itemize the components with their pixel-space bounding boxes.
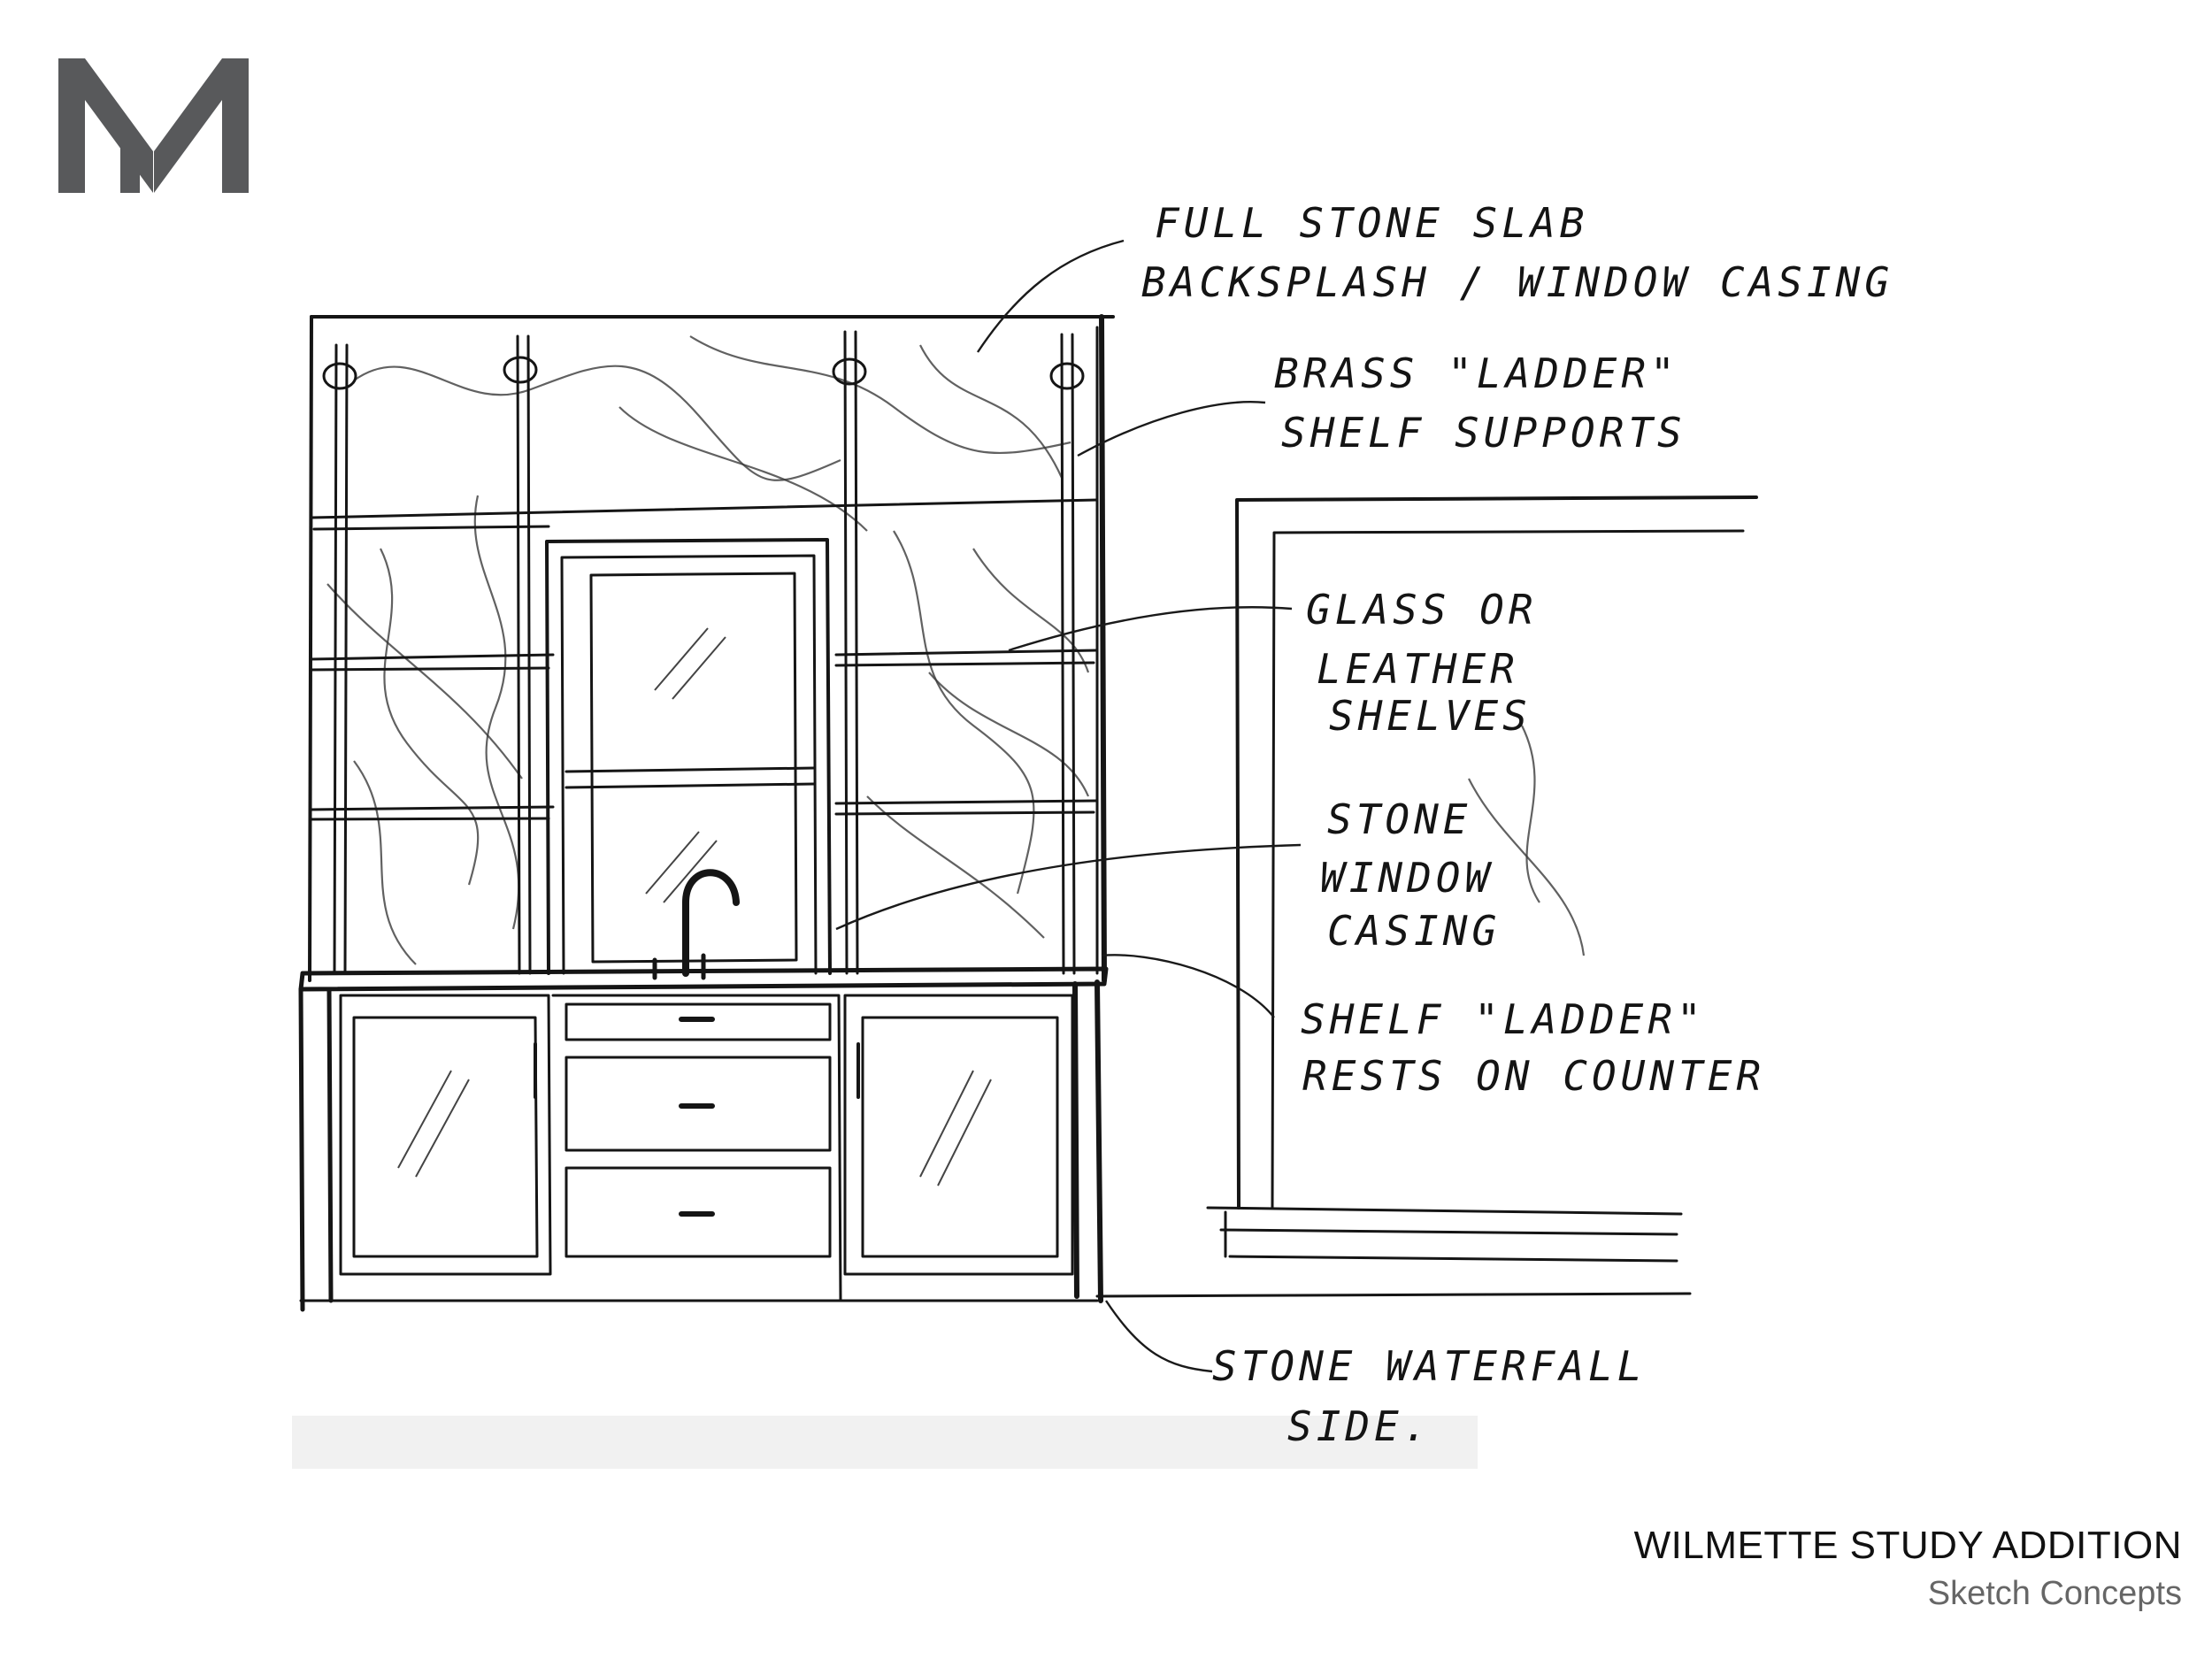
stone-backsplash bbox=[308, 314, 1115, 983]
note-casing: STONE WINDOW CASING bbox=[1320, 795, 1501, 955]
note-line: BACKSPLASH / WINDOW CASING bbox=[1141, 258, 1893, 306]
base-cabinets bbox=[298, 966, 1109, 1312]
note-line: SHELF "LADDER" bbox=[1301, 995, 1706, 1043]
note-line: STONE WATERFALL bbox=[1212, 1342, 1646, 1390]
project-subtitle: Sketch Concepts bbox=[1927, 1575, 2182, 1612]
note-line: RESTS ON COUNTER bbox=[1302, 1052, 1765, 1100]
note-line: FULL STONE SLAB bbox=[1155, 199, 1588, 247]
note-shelves: GLASS OR LEATHER SHELVES bbox=[1306, 586, 1538, 740]
note-line: SHELF SUPPORTS bbox=[1281, 409, 1686, 457]
project-title: WILMETTE STUDY ADDITION bbox=[1633, 1524, 2182, 1567]
note-line: GLASS OR bbox=[1306, 586, 1538, 634]
note-line: SHELVES bbox=[1329, 692, 1532, 740]
note-line: LEATHER bbox=[1317, 645, 1519, 693]
title-block: WILMETTE STUDY ADDITION Sketch Concepts bbox=[1634, 1520, 2182, 1616]
adjacent-window bbox=[1095, 495, 1758, 1298]
faucet-icon bbox=[652, 869, 740, 980]
note-line: SIDE. bbox=[1287, 1402, 1432, 1450]
note-backsplash: FULL STONE SLAB BACKSPLASH / WINDOW CASI… bbox=[1141, 199, 1893, 306]
note-line: STONE bbox=[1327, 795, 1471, 843]
note-line: WINDOW bbox=[1320, 854, 1494, 902]
note-supports: BRASS "LADDER" SHELF SUPPORTS bbox=[1274, 349, 1686, 457]
note-line: BRASS "LADDER" bbox=[1274, 349, 1679, 397]
note-line: CASING bbox=[1327, 907, 1501, 955]
annotation-leaders bbox=[835, 239, 1302, 1373]
window-stone-casing bbox=[545, 538, 832, 975]
glass-shelves bbox=[310, 498, 1099, 821]
logo-icon bbox=[58, 58, 249, 193]
note-waterfall: STONE WATERFALL SIDE. bbox=[1212, 1342, 1646, 1450]
note-rests: SHELF "LADDER" RESTS ON COUNTER bbox=[1301, 995, 1765, 1100]
